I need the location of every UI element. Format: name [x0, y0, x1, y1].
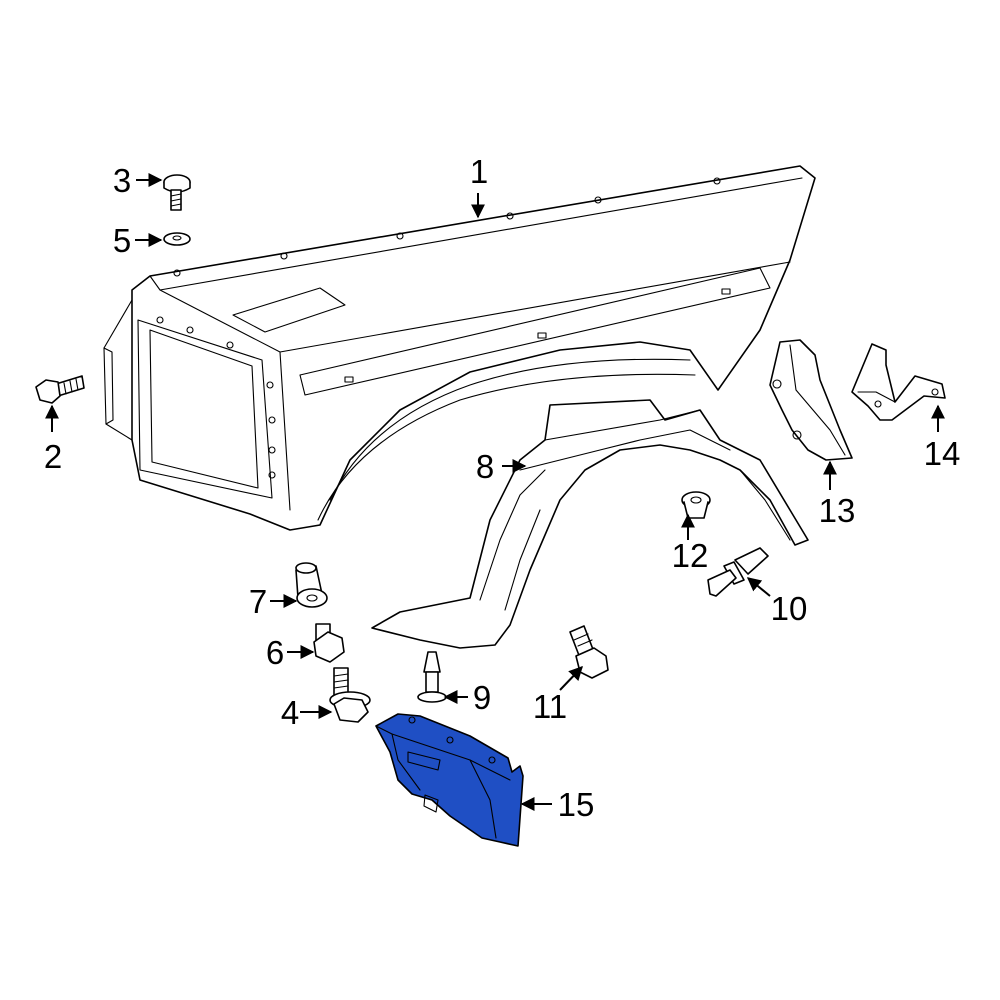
- callout-14: 14: [924, 435, 961, 472]
- callout-6: 6: [266, 634, 284, 671]
- callout-5: 5: [113, 222, 131, 259]
- washer-5-part[interactable]: [163, 232, 191, 246]
- bolt-11-part[interactable]: [569, 625, 609, 679]
- screw-3-part[interactable]: [163, 174, 191, 211]
- arrow-10: [746, 577, 771, 597]
- bolt-2-part[interactable]: [35, 375, 85, 404]
- callout-10: 10: [771, 590, 808, 627]
- bracket-14-part[interactable]: [851, 343, 946, 421]
- splash-shield-15-part[interactable]: [375, 713, 524, 847]
- bracket-13-part[interactable]: [769, 339, 853, 461]
- callout-9: 9: [473, 679, 491, 716]
- fender-liner-part[interactable]: [371, 399, 809, 649]
- fender-part[interactable]: [103, 165, 816, 531]
- callout-4: 4: [281, 694, 299, 731]
- clip-10-part[interactable]: [707, 547, 769, 597]
- callout-7: 7: [249, 583, 267, 620]
- callout-8: 8: [476, 448, 494, 485]
- callout-11: 11: [533, 688, 567, 725]
- callout-2: 2: [44, 438, 62, 475]
- callout-12: 12: [672, 537, 709, 574]
- callout-13: 13: [819, 492, 856, 529]
- leader-arrows: [45, 173, 945, 811]
- clip-9-part[interactable]: [417, 651, 447, 703]
- arrow-11: [559, 665, 583, 691]
- nut-7-part[interactable]: [295, 562, 328, 608]
- nut-6-part[interactable]: [313, 623, 345, 663]
- nut-12-part[interactable]: [681, 491, 711, 519]
- callout-3: 3: [113, 162, 131, 199]
- callout-labels: 1 2 3 4 5 6 7 8 9 10 11 12 13 14 15: [44, 153, 961, 823]
- callout-15: 15: [558, 786, 595, 823]
- bolt-4-part[interactable]: [329, 667, 371, 723]
- callout-1: 1: [470, 153, 488, 190]
